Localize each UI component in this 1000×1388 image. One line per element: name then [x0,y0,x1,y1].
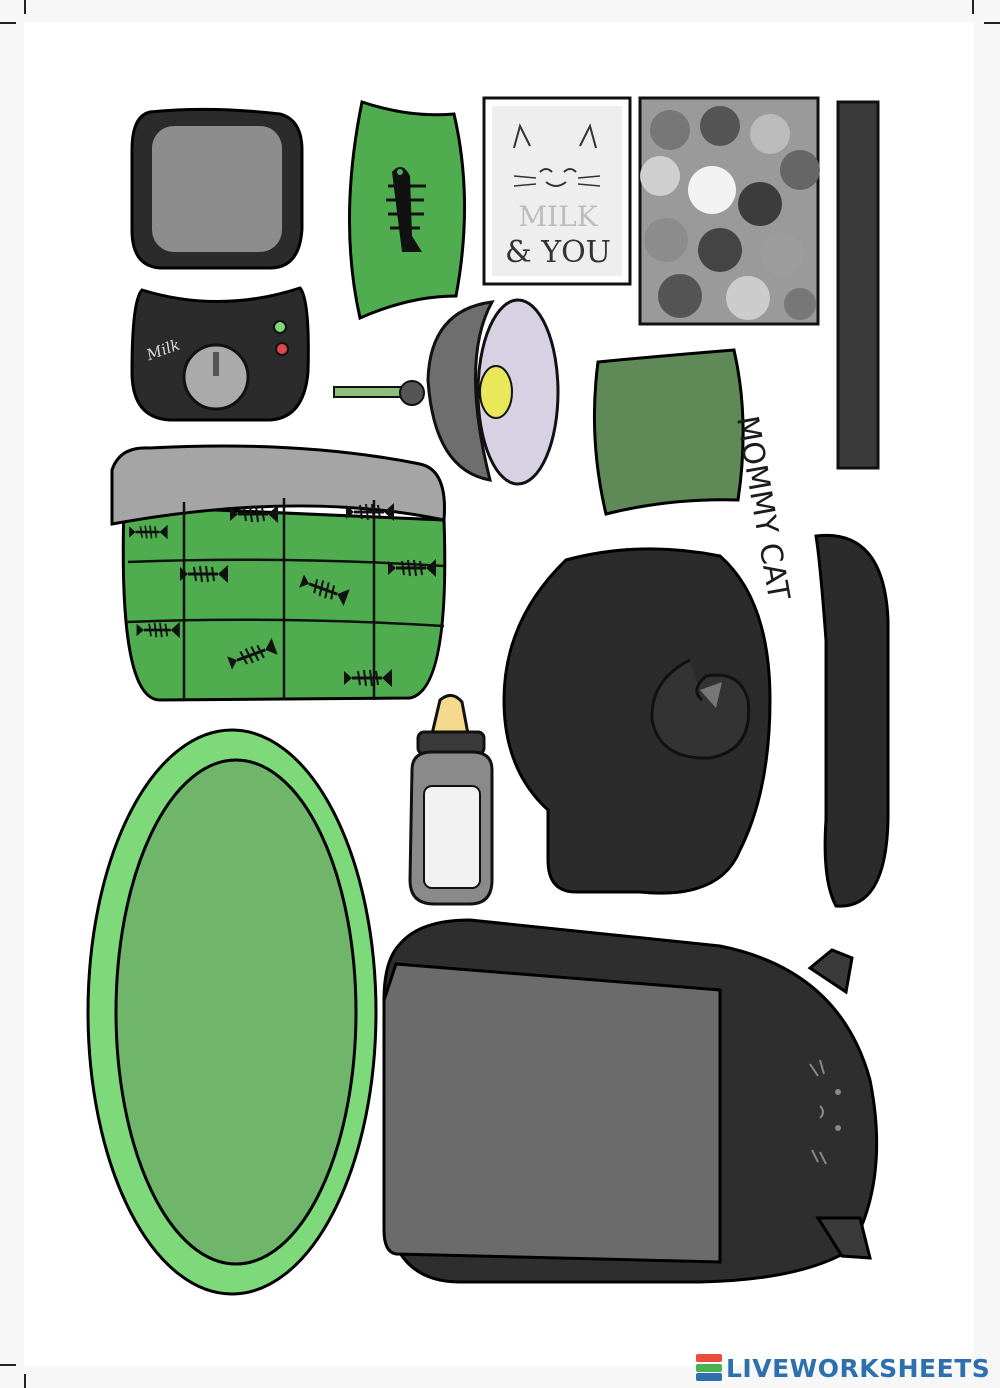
brand-icon [696,1354,722,1382]
crop-mark-icon [0,22,16,24]
liveworksheets-logo: LIVEWORKSHEETS [696,1352,990,1384]
oval-rug[interactable] [86,728,378,1296]
milk-poster[interactable]: MILK & YOU [482,96,632,286]
cat-face-icon [809,1059,841,1165]
screen-piece[interactable] [130,107,304,270]
brand-name: LIVEWORKSHEETS [726,1353,991,1383]
baby-bottle[interactable] [408,694,494,906]
fish-pillow[interactable] [347,100,466,321]
crop-mark-icon [972,0,974,14]
poster-line1: MILK [518,200,598,233]
cat-armchair[interactable] [502,533,890,908]
crop-mark-icon [984,22,1000,24]
milk-machine[interactable]: Milk [130,286,310,422]
cat-bed[interactable] [110,444,447,702]
cat-face-icon [640,106,820,320]
shelf-bar[interactable] [836,100,880,470]
crop-mark-icon [24,0,26,14]
cats-picture[interactable] [638,96,820,326]
poster-line2: & YOU [505,235,611,270]
cat-litter-box[interactable] [382,918,879,1284]
crop-mark-icon [0,1364,16,1366]
lamp[interactable] [333,298,560,486]
crop-mark-icon [24,1374,26,1388]
